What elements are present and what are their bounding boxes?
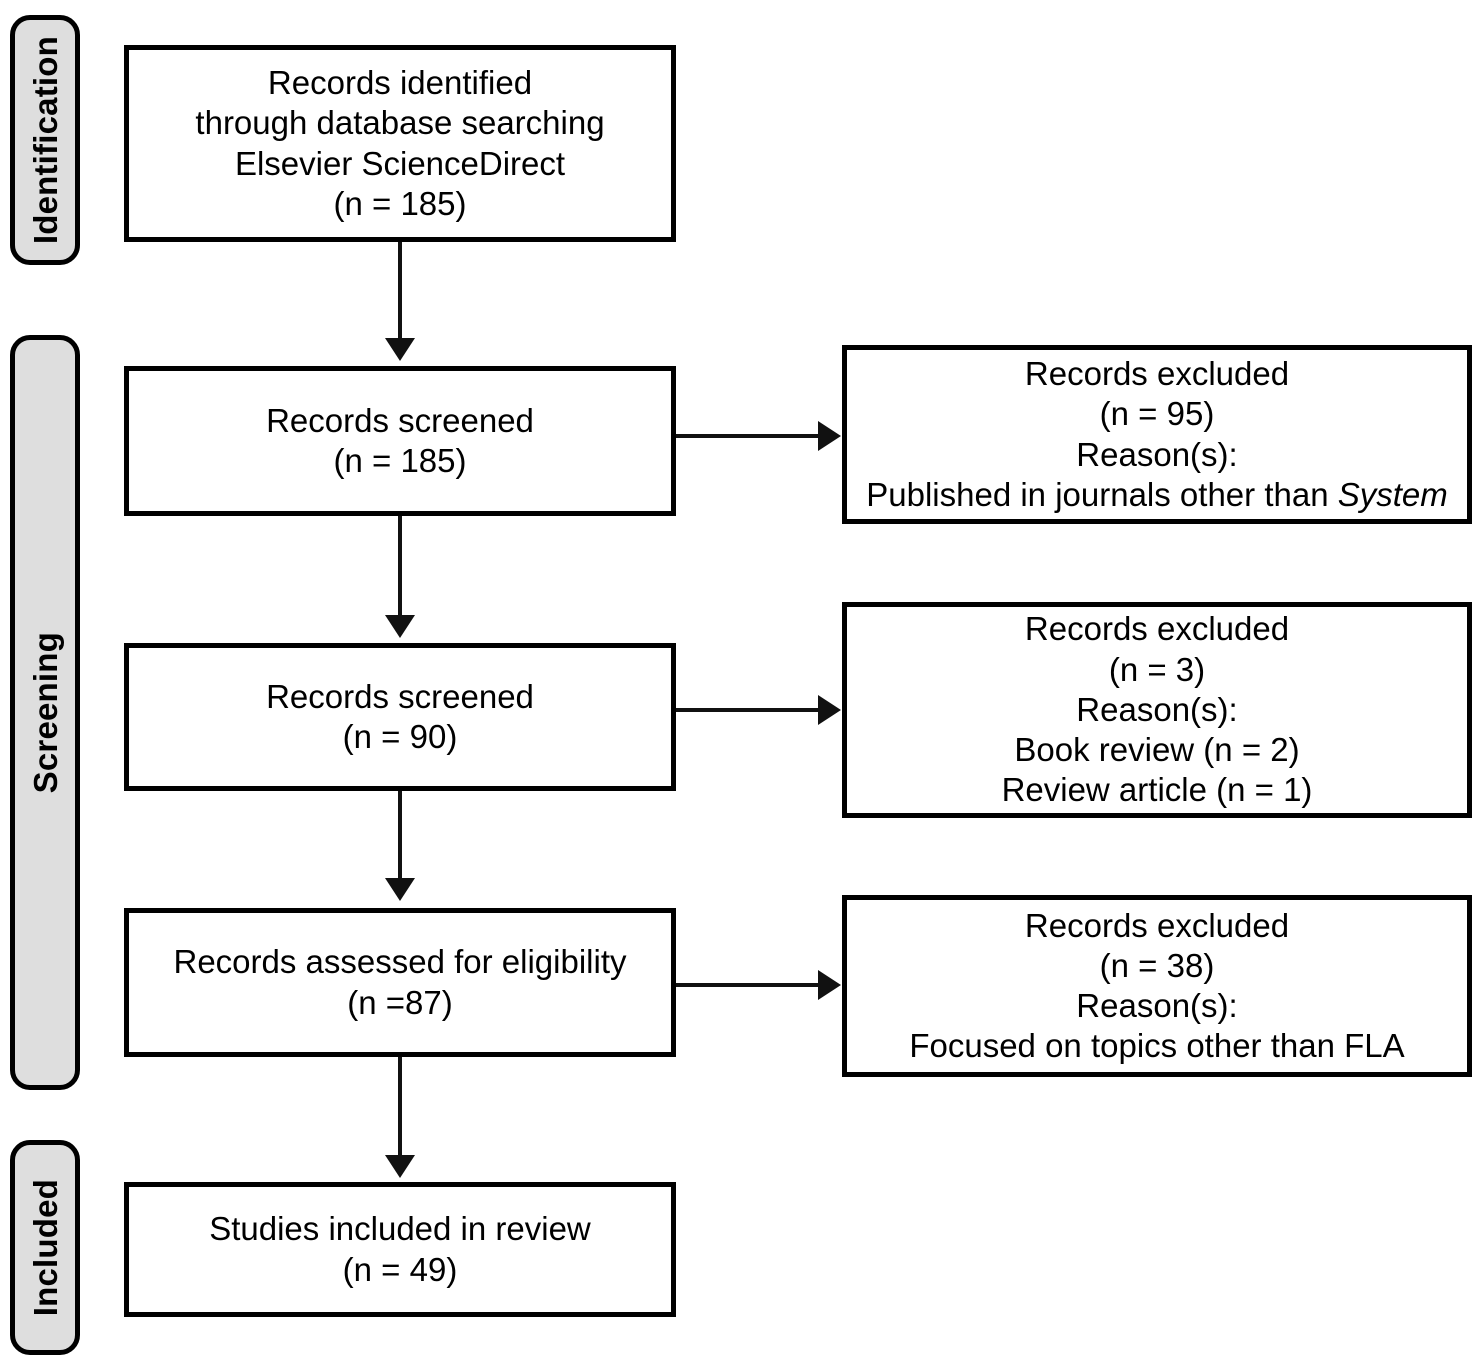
box-line: Studies included in review [209, 1210, 591, 1248]
excluded-reason-label: Reason(s): [1076, 435, 1238, 473]
excluded-reason-label: Reason(s): [1076, 690, 1238, 728]
arrowhead-down-icon [385, 338, 415, 361]
connector-eligibility-to-included [398, 1057, 402, 1162]
stage-label-screening: Screening [26, 631, 64, 794]
box-studies-included: Studies included in review (n = 49) [124, 1182, 676, 1317]
arrowhead-right-icon [818, 695, 841, 725]
box-records-screened-2: Records screened (n = 90) [124, 643, 676, 791]
box-line: Elsevier ScienceDirect [234, 144, 566, 182]
box-records-identified: Records identified through database sear… [124, 45, 676, 242]
excluded-heading: Records excluded [1024, 355, 1290, 392]
reason-emphasis: System [1337, 475, 1448, 513]
box-count: (n =87) [347, 983, 453, 1021]
box-line: Records screened [266, 677, 534, 715]
box-records-assessed-eligibility: Records assessed for eligibility (n =87) [124, 908, 676, 1057]
box-line: Records assessed for eligibility [173, 943, 627, 981]
excluded-count: (n = 3) [1108, 650, 1206, 688]
excluded-heading: Records excluded [1024, 906, 1290, 944]
stage-band-identification: Identification [10, 15, 80, 265]
arrowhead-right-icon [818, 421, 841, 451]
arrowhead-down-icon [385, 878, 415, 901]
connector-screened1-to-excluded1 [676, 434, 824, 438]
excluded-heading: Records excluded [1024, 610, 1290, 648]
box-count: (n = 49) [342, 1250, 458, 1288]
stage-band-included: Included [10, 1140, 80, 1355]
arrowhead-down-icon [385, 615, 415, 638]
box-line: Records identified [267, 64, 533, 101]
excluded-count: (n = 38) [1099, 946, 1215, 984]
arrowhead-down-icon [385, 1155, 415, 1178]
box-records-excluded-2: Records excluded (n = 3) Reason(s): Book… [842, 602, 1472, 818]
stage-label-included: Included [26, 1178, 64, 1317]
box-line: Records screened [266, 401, 534, 439]
excluded-count: (n = 95) [1099, 395, 1215, 433]
box-records-excluded-1: Records excluded (n = 95) Reason(s): Pub… [842, 345, 1472, 524]
arrowhead-right-icon [818, 970, 841, 1000]
box-line: through database searching [195, 104, 605, 142]
connector-eligibility-to-excluded3 [676, 983, 824, 987]
box-records-screened-1: Records screened (n = 185) [124, 366, 676, 516]
connector-screened1-to-screened2 [398, 516, 402, 621]
box-count: (n = 90) [342, 718, 458, 755]
stage-label-identification: Identification [26, 35, 64, 245]
connector-screened2-to-eligibility [398, 791, 402, 883]
excluded-reason-item: Published in journals other than System [866, 475, 1448, 515]
box-records-excluded-3: Records excluded (n = 38) Reason(s): Foc… [842, 895, 1472, 1077]
excluded-reason-item: Focused on topics other than FLA [909, 1027, 1405, 1065]
box-count: (n = 185) [333, 442, 467, 479]
reason-text: Published in journals other than [866, 475, 1338, 513]
connector-identified-to-screened1 [398, 242, 402, 346]
excluded-reason-label: Reason(s): [1076, 987, 1238, 1024]
box-count: (n = 185) [333, 184, 467, 222]
excluded-reason-item: Review article (n = 1) [1001, 771, 1313, 809]
stage-band-screening: Screening [10, 335, 80, 1090]
connector-screened2-to-excluded2 [676, 708, 824, 712]
excluded-reason-item: Book review (n = 2) [1014, 731, 1300, 769]
